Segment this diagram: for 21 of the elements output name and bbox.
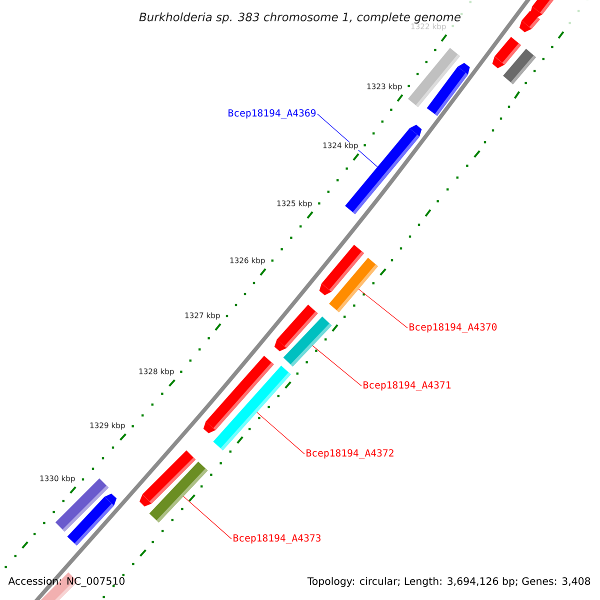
leader-line [312, 345, 362, 386]
gene-bar [67, 494, 117, 546]
leader-line [358, 288, 408, 328]
gene-bar [519, 10, 540, 32]
title: Burkholderia sp. 383 chromosome 1, complete genome [139, 12, 461, 24]
gene-bar [149, 462, 208, 522]
gene-bar [345, 124, 422, 214]
gene-bar [283, 316, 332, 366]
accession-label: Accession: NC_007510 [8, 576, 124, 588]
gene-bar [503, 48, 536, 84]
gene-label: Bcep18194_A4370 [410, 323, 497, 333]
gene-label: Bcep18194_A4373 [234, 534, 320, 544]
gene-label: Bcep18194_A4372 [306, 449, 394, 459]
gene-label: Bcep18194_A4369 [228, 109, 316, 119]
leader-line [256, 412, 305, 454]
topology-label: Topology: circular; Length: 3,694,126 bp; Genes: 3,408 [307, 577, 590, 587]
gene-label: Bcep18194_A4371 [364, 381, 451, 391]
leader-line [183, 496, 232, 540]
gene-bar [329, 258, 378, 312]
gene-bar [426, 62, 470, 116]
gene-bar [213, 366, 291, 450]
